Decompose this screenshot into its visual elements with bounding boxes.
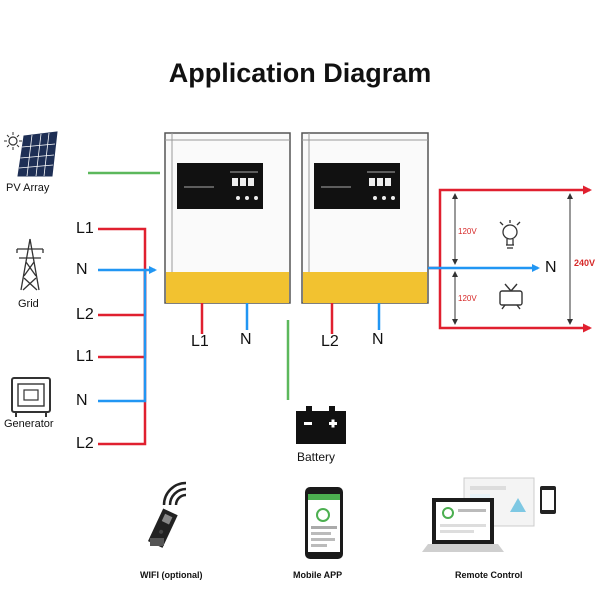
mobile-phone-icon — [305, 487, 343, 559]
inverter-left-output-l1: L1 — [191, 333, 209, 350]
wifi-label: WIFI (optional) — [140, 570, 203, 580]
generator-input-n: N — [76, 392, 88, 409]
laptop-icon — [422, 477, 556, 552]
upper-voltage-label: 120V — [458, 227, 477, 236]
load-neutral-label: N — [545, 259, 557, 276]
generator-input-l2: L2 — [76, 435, 94, 452]
battery-label: Battery — [297, 450, 336, 464]
grid-input-l2: L2 — [76, 306, 94, 323]
tv-icon — [499, 283, 523, 310]
generator-label: Generator — [4, 418, 54, 430]
grid-input-n: N — [76, 261, 88, 278]
inverter-right-output-n: N — [372, 331, 384, 348]
generator-input-l1: L1 — [76, 348, 94, 365]
total-voltage-label: 240V — [574, 258, 596, 268]
grid-label: Grid — [18, 298, 39, 310]
pv-array-icon — [4, 131, 58, 177]
lightbulb-icon — [499, 220, 521, 249]
mobile-app-label: Mobile APP — [293, 570, 343, 580]
generator-icon — [11, 377, 51, 417]
grid-input-l1: L1 — [76, 220, 94, 237]
inverter-left-output-n: N — [240, 331, 252, 348]
inverter-right-output-l2: L2 — [321, 333, 339, 350]
lower-voltage-label: 120V — [458, 294, 477, 303]
wifi-module-icon — [147, 481, 187, 548]
inverter-left — [164, 132, 291, 304]
pv-array-label: PV Array — [6, 182, 50, 194]
inverter-right — [301, 132, 429, 304]
remote-control-label: Remote Control — [455, 570, 523, 580]
grid-tower-icon — [16, 238, 44, 291]
battery-icon — [296, 406, 346, 444]
diagram-title: Application Diagram — [168, 58, 432, 88]
